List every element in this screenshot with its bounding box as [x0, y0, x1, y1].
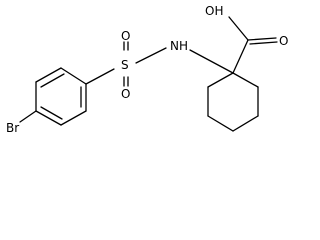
c-oh-bond — [228, 16, 249, 41]
sulfur-label: S — [121, 58, 129, 72]
ring-bond — [207, 72, 234, 88]
c-o-double-bond — [247, 37, 277, 41]
c-br-bond — [19, 110, 37, 123]
hydroxyl-label: OH — [205, 4, 223, 18]
ring-bond — [232, 72, 259, 88]
ring-bond — [60, 110, 87, 126]
oxygen-label-top: O — [121, 29, 130, 43]
ring-bond — [232, 115, 259, 132]
carbonyl-oxygen-label: O — [279, 34, 288, 48]
cyclohexane-ring — [207, 72, 259, 132]
s-n-bond — [135, 47, 167, 64]
c-s-bond — [85, 68, 115, 85]
ring-bond — [60, 67, 87, 85]
structure-canvas: Br S O O NH OH O — [6, 4, 288, 135]
amine-label: NH — [170, 39, 188, 53]
bromophenyl-ring — [35, 67, 87, 126]
bromine-label: Br — [6, 121, 19, 135]
ring-bond — [207, 115, 234, 132]
c-o-double-bond — [249, 41, 278, 45]
n-c-bond — [189, 49, 234, 74]
oxygen-label-bottom: O — [121, 87, 130, 101]
ring-bond — [35, 110, 62, 126]
ring-double-bond — [40, 73, 65, 88]
ring-bond — [35, 67, 62, 83]
c-cooh-bond — [232, 39, 249, 74]
molecule-structure: Br S O O NH OH O — [6, 4, 288, 135]
ring-double-bond — [40, 106, 63, 120]
